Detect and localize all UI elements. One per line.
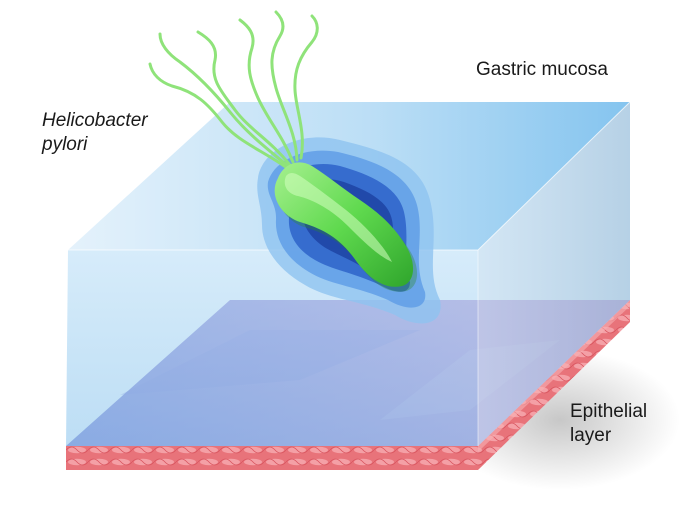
epithelial-label-line2: layer bbox=[570, 425, 612, 446]
bacterium-label-line1: Helicobacter bbox=[42, 110, 148, 131]
helicobacter-pylori-bacterium bbox=[274, 162, 418, 292]
tissue-layer bbox=[66, 300, 630, 470]
helicobacter-pylori-label: Helicobacter pylori bbox=[42, 109, 148, 157]
gastric-mucosa-label: Gastric mucosa bbox=[476, 58, 608, 82]
epithelial-layer-label: Epithelial layer bbox=[570, 400, 647, 448]
gastric-mucosa-text: Gastric mucosa bbox=[476, 59, 608, 80]
bacterium-label-line2: pylori bbox=[42, 134, 88, 155]
bacterium-flagella bbox=[148, 10, 319, 170]
epithelial-label-line1: Epithelial bbox=[570, 401, 648, 422]
